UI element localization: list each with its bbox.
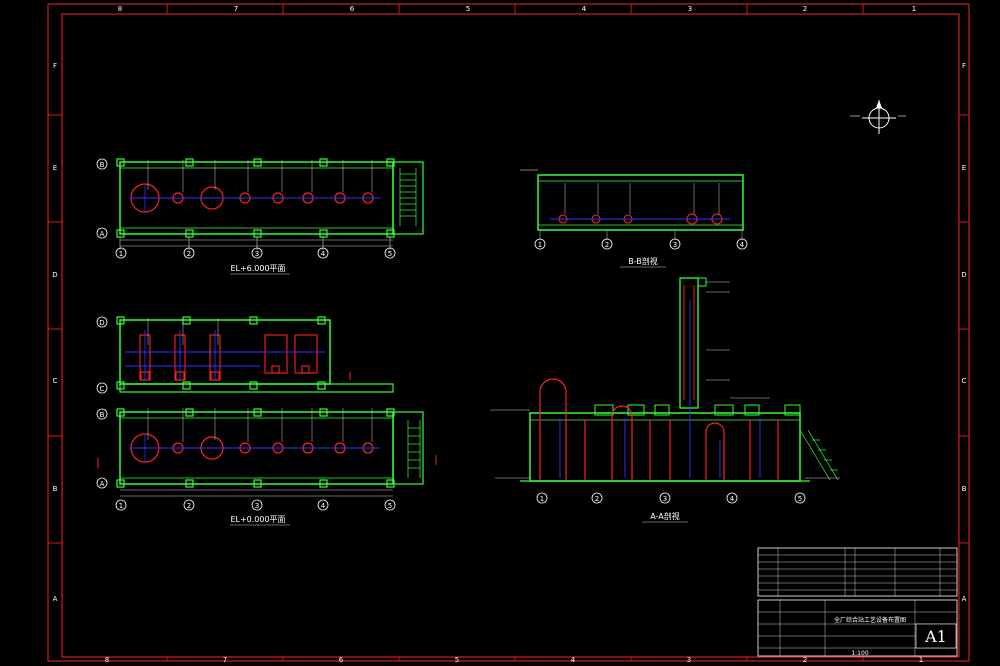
sheet-frame: 8 7 6 5 4 3 2 1 8 7 6 5 4 3 2 1 F E D C … [47, 3, 970, 664]
ruler-right-f: F [962, 62, 966, 70]
ruler-top-5: 4 [582, 5, 587, 13]
bb-col-axis-2: 2 [605, 241, 609, 249]
ruler-left-d: D [52, 271, 57, 279]
col-axis-4-upper: 4 [321, 250, 326, 258]
ruler-top-7: 2 [803, 5, 807, 13]
aa-col-axis-5: 5 [798, 495, 802, 503]
ruler-right-b: B [962, 485, 967, 493]
aa-col-axis-2: 2 [595, 495, 599, 503]
ruler-bottom-8: 1 [919, 656, 923, 664]
north-arrow-icon [850, 100, 906, 134]
col-axis-3-lower: 3 [255, 502, 259, 510]
ruler-right-e: E [962, 164, 966, 172]
title-block: 全厂综合站工艺设备布置图 A1 1:100 [757, 547, 958, 657]
row-axis-a-lower: A [100, 480, 105, 488]
ruler-bottom-5: 4 [571, 656, 576, 664]
ruler-left-e: E [53, 164, 57, 172]
row-axis-c-lower: C [100, 385, 105, 393]
col-axis-4-lower: 4 [321, 502, 326, 510]
row-axis-b-lower: B [100, 411, 105, 419]
ruler-top-6: 3 [688, 5, 692, 13]
plan-lower-caption: EL+0.000平面 [230, 515, 285, 524]
aa-col-axis-4: 4 [730, 495, 735, 503]
ruler-top-2: 7 [234, 5, 238, 13]
bb-col-axis-3: 3 [673, 241, 677, 249]
ruler-right-a: A [962, 595, 967, 603]
drawing-scale: 1:100 [851, 650, 868, 657]
row-axis-d-lower: D [99, 319, 104, 327]
aa-col-axis-3: 3 [663, 495, 667, 503]
section-aa-caption: A-A剖视 [650, 511, 679, 521]
section-bb-caption: B-B剖视 [628, 256, 658, 266]
section-view-aa: 1 2 3 4 5 A-A剖视 [490, 277, 840, 523]
ruler-top-3: 6 [350, 5, 355, 13]
plan-view-el0000: D C B A 1 2 3 4 5 EL+0.000平面 [96, 316, 437, 526]
row-axis-b-upper: B [100, 161, 105, 169]
col-axis-1-lower: 1 [119, 502, 123, 510]
ruler-bottom-3: 6 [339, 656, 344, 664]
ruler-bottom-7: 2 [803, 656, 807, 664]
ruler-top-8: 1 [912, 5, 916, 13]
aa-col-axis-1: 1 [540, 495, 544, 503]
col-axis-3-upper: 3 [255, 250, 259, 258]
ruler-bottom-6: 3 [687, 656, 691, 664]
plan-view-el6000: B A 1 2 3 4 5 EL+6.000平面 [96, 158, 424, 275]
col-axis-5-upper: 5 [388, 250, 392, 258]
ruler-bottom-2: 7 [223, 656, 227, 664]
ruler-top-4: 5 [466, 5, 470, 13]
bb-col-axis-1: 1 [538, 241, 542, 249]
ruler-bottom-4: 5 [455, 656, 459, 664]
ruler-right-d: D [961, 271, 966, 279]
ruler-left-f: F [53, 62, 57, 70]
drawing-title: 全厂综合站工艺设备布置图 [834, 616, 906, 624]
row-axis-a-upper: A [100, 230, 105, 238]
section-view-bb: 1 2 3 4 B-B剖视 [520, 169, 748, 268]
col-axis-5-lower: 5 [388, 502, 392, 510]
ruler-left-a: A [53, 595, 58, 603]
ruler-right-c: C [962, 377, 967, 385]
sheet-size-code: A1 [924, 627, 947, 646]
plan-upper-caption: EL+6.000平面 [230, 264, 285, 273]
ruler-left-c: C [53, 377, 58, 385]
col-axis-2-lower: 2 [187, 502, 191, 510]
ruler-left-b: B [53, 485, 58, 493]
col-axis-1-upper: 1 [119, 250, 123, 258]
col-axis-2-upper: 2 [187, 250, 191, 258]
ruler-bottom-1: 8 [105, 656, 109, 664]
bb-col-axis-4: 4 [740, 241, 745, 249]
ruler-top-1: 8 [118, 5, 122, 13]
